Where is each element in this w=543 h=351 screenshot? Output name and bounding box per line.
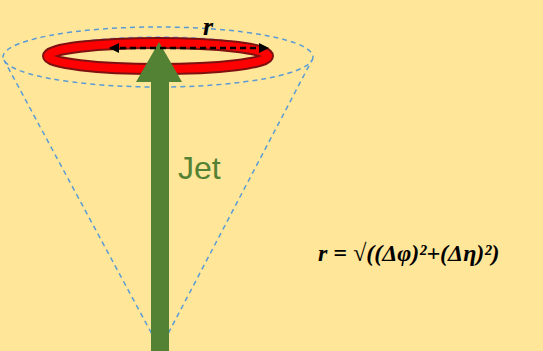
cone-edge xyxy=(4,60,160,349)
radius-label: r xyxy=(203,12,213,42)
cone-rim xyxy=(3,27,313,87)
cone-edge xyxy=(160,60,312,349)
radius-arrow xyxy=(110,47,268,50)
jet-label: Jet xyxy=(178,150,221,187)
jet-shaft xyxy=(151,80,169,351)
radius-formula: r = √((Δφ)²+(Δη)²) xyxy=(318,240,500,267)
